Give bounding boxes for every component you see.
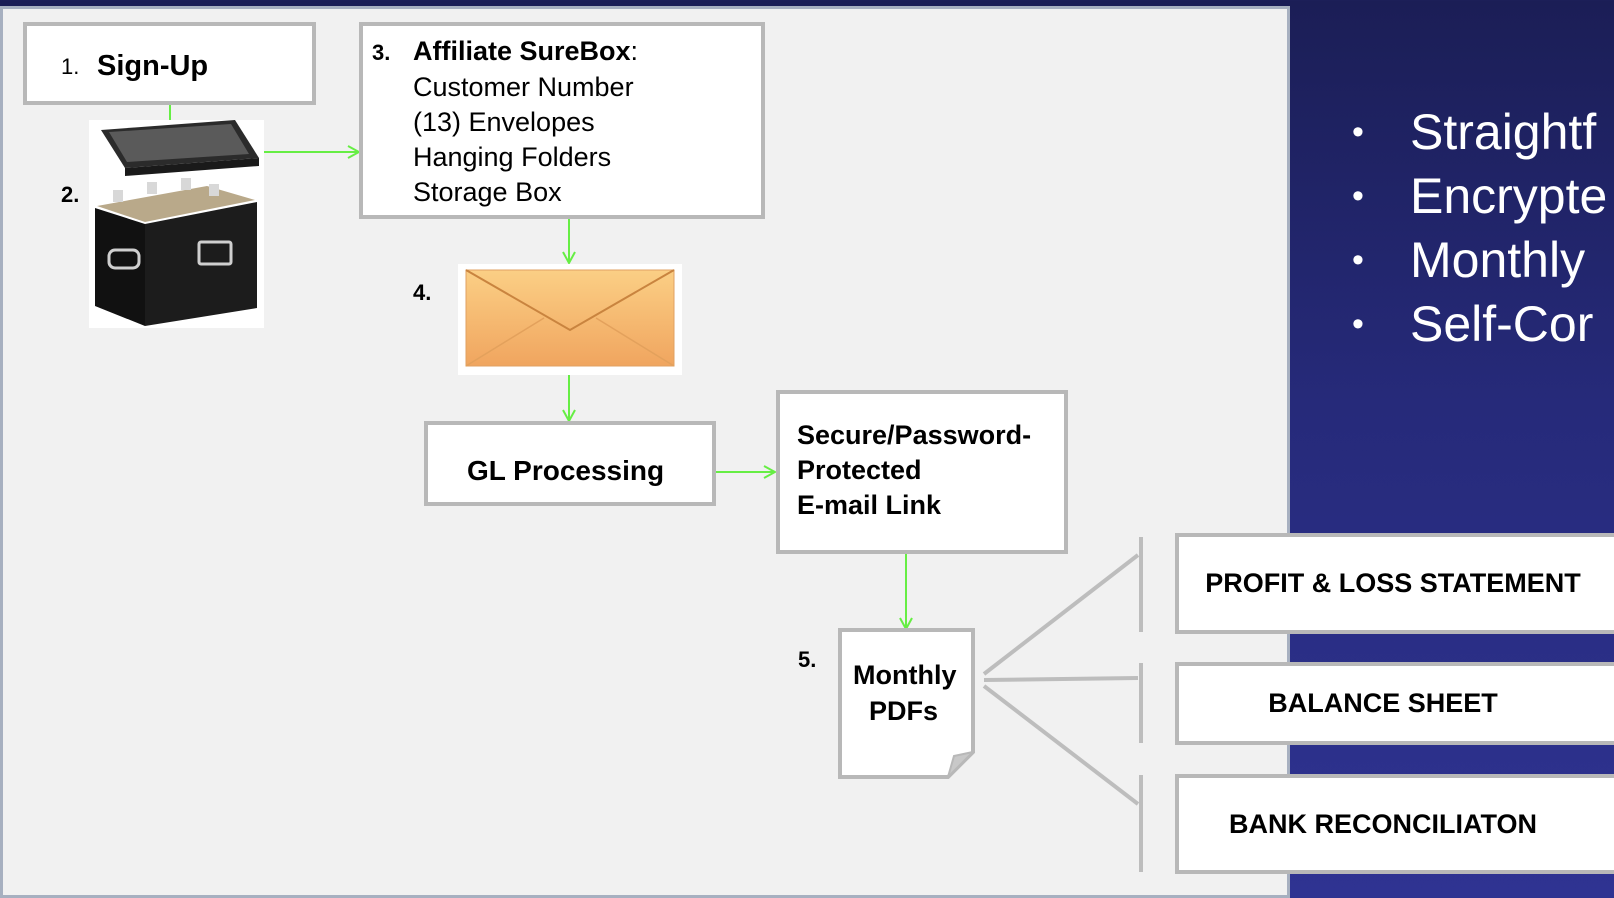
pdf-document-shape xyxy=(838,628,975,779)
bullet-item: Encrypte xyxy=(1352,164,1607,228)
secure-link-line: Protected xyxy=(797,455,922,485)
report-box-bank-reconciliation: BANK RECONCILIATON xyxy=(1175,774,1614,874)
step-2-number: 2. xyxy=(61,182,80,207)
step-3-number: 3. xyxy=(372,40,391,65)
connector-pdf-bs xyxy=(983,676,1139,682)
surebox-title-text: Affiliate SureBox xyxy=(413,36,631,66)
gl-processing-box xyxy=(424,421,716,506)
signup-box xyxy=(23,22,316,105)
file-box-icon xyxy=(89,120,264,328)
signup-label: Sign-Up xyxy=(97,50,209,82)
surebox-item: (13) Envelopes xyxy=(413,107,595,137)
report-label: PROFIT & LOSS STATEMENT xyxy=(1205,568,1581,598)
step-5-number: 5. xyxy=(798,647,817,672)
report-label: BANK RECONCILIATON xyxy=(1229,808,1537,839)
envelope-icon xyxy=(458,264,682,375)
connector-pdf-pl xyxy=(982,553,1140,676)
monthly-pdfs-line: PDFs xyxy=(869,696,939,726)
surebox-item: Storage Box xyxy=(413,177,562,207)
report-box-profit-loss: PROFIT & LOSS STATEMENT xyxy=(1175,533,1614,634)
monthly-pdfs-line: Monthly xyxy=(853,660,957,690)
report-label: BALANCE SHEET xyxy=(1268,688,1498,718)
surebox-box xyxy=(359,22,765,219)
connector-pdf-br xyxy=(982,684,1140,806)
bullet-item: Self-Cor xyxy=(1352,292,1607,356)
bullet-item: Straightf xyxy=(1352,100,1607,164)
surebox-title: Affiliate SureBox: xyxy=(413,36,638,67)
bullet-item: Monthly xyxy=(1352,228,1607,292)
secure-link-line: E-mail Link xyxy=(797,490,942,520)
secure-link-box xyxy=(776,390,1068,554)
step-4-number: 4. xyxy=(413,280,432,305)
secure-link-line: Secure/Password- xyxy=(797,420,1032,450)
step-1-number: 1. xyxy=(61,54,80,79)
gl-processing-label: GL Processing xyxy=(467,455,665,486)
feature-bullet-list: Straightf Encrypte Monthly Self-Cor xyxy=(1352,100,1607,356)
surebox-item: Customer Number xyxy=(413,72,634,102)
surebox-item: Hanging Folders xyxy=(413,142,612,172)
surebox-title-colon: : xyxy=(630,36,639,66)
report-box-balance-sheet: BALANCE SHEET xyxy=(1175,662,1614,745)
